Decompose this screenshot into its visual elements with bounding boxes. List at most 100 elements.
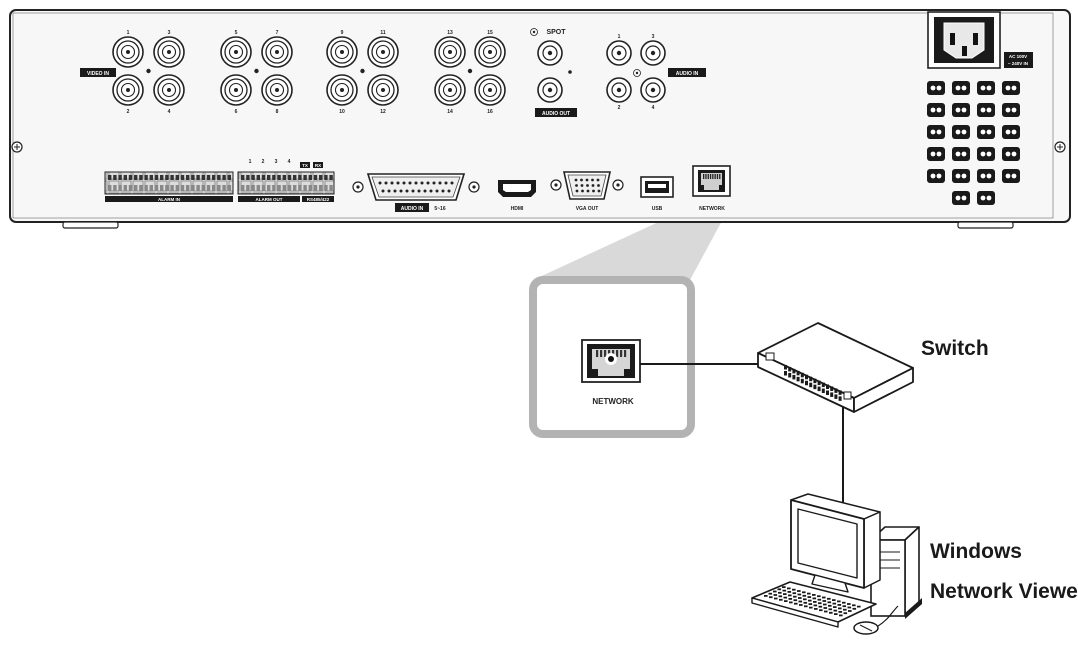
audio-ground-icon: [633, 69, 641, 77]
video-in-number: 9: [341, 30, 344, 36]
video-in-bnc-port: [326, 74, 358, 106]
vent-slot: [1002, 169, 1020, 183]
video-in-bnc-port: [153, 74, 185, 106]
rs485-label-box: [302, 196, 334, 202]
video-in-bnc-port: [112, 74, 144, 106]
screw-left-icon: [11, 141, 23, 153]
video-in-bnc-port: [474, 36, 506, 68]
audio-out-label: AUDIO OUT: [542, 111, 570, 117]
vent-slot: [1002, 103, 1020, 117]
chassis-inner: [12, 12, 1054, 219]
power-label-box: [1004, 52, 1033, 68]
video-in-bnc-port: [220, 36, 252, 68]
network-port-zoomed: [581, 339, 641, 383]
video-in-bnc-port: [220, 74, 252, 106]
vent-slot: [927, 125, 945, 139]
vent-slot: [952, 81, 970, 95]
computer-icon: [751, 493, 922, 635]
vent-slot: [927, 147, 945, 161]
alarm-out-number: 3: [275, 159, 278, 165]
spot-warning-icon: [530, 28, 538, 36]
zoom-beam: [533, 206, 730, 280]
vent-slot: [1002, 125, 1020, 139]
hdmi-port: [498, 180, 536, 197]
indicator-dot: [360, 68, 365, 74]
video-in-bnc-port: [474, 74, 506, 106]
audio-in-number: 2: [618, 105, 621, 111]
indicator-dot: [568, 70, 572, 74]
audio-in-rca-port: [640, 77, 666, 103]
video-in-bnc-port: [153, 36, 185, 68]
video-in-bnc-port: [326, 36, 358, 68]
video-in-number: 5: [235, 30, 238, 36]
video-in-number: 13: [447, 30, 453, 36]
video-in-number: 10: [339, 109, 345, 115]
audio-in-number: 4: [652, 105, 655, 111]
vent-slot: [977, 191, 995, 205]
vent-slot: [952, 125, 970, 139]
vent-slot: [927, 169, 945, 183]
video-in-number: 12: [380, 109, 386, 115]
audio-in-rca-port: [640, 40, 666, 66]
alarm-out-label-box: [238, 196, 300, 202]
vent-slot: [1002, 81, 1020, 95]
switch-label: Switch: [921, 337, 989, 360]
video-in-label-box: [80, 68, 116, 77]
vent-slot: [952, 103, 970, 117]
audio-out-label-box: [535, 108, 577, 117]
rs485-label: RS485/422: [307, 197, 330, 202]
video-in-number: 3: [168, 30, 171, 36]
audio-in-db-label-box: [395, 203, 429, 212]
audio-in-ports: [606, 40, 666, 103]
video-in-number: 16: [487, 109, 493, 115]
video-in-bnc-port: [261, 74, 293, 106]
alarm-in-label: ALARM IN: [158, 197, 180, 202]
pc-label-line1: Windows: [930, 540, 1022, 563]
network-port: [692, 165, 731, 197]
screw-right-icon: [1054, 141, 1066, 153]
foot: [62, 221, 119, 229]
video-in-number: 1: [127, 30, 130, 36]
audio-in-rca-port: [606, 40, 632, 66]
indicator-dot: [467, 68, 473, 74]
video-in-label: VIDEO IN: [87, 71, 109, 77]
audio-in-label: AUDIO IN: [676, 71, 699, 77]
video-in-bnc-port: [261, 36, 293, 68]
video-in-bnc-port: [112, 36, 144, 68]
alarm-out-terminal: [237, 171, 335, 195]
rx-label: RX: [315, 163, 321, 168]
tx-label: TX: [302, 163, 308, 168]
audio-in-number: 3: [652, 34, 655, 40]
spot-label: SPOT: [546, 29, 566, 36]
rx-label-box: [313, 162, 323, 168]
tx-label-box: [300, 162, 310, 168]
vent-slot: [977, 103, 995, 117]
video-in-bnc-port: [434, 74, 466, 106]
vga-label: VGA OUT: [576, 206, 599, 212]
audio-in-db-range: 5~16: [434, 206, 445, 212]
power-label: AC 100V: [1009, 54, 1027, 59]
video-in-number: 7: [276, 30, 279, 36]
video-in-number: 11: [380, 30, 386, 36]
usb-port: [640, 176, 674, 198]
network-label: NETWORK: [699, 206, 725, 212]
power-socket-icon: [927, 11, 1001, 69]
video-in-bnc-port: [367, 74, 399, 106]
vga-port: [550, 171, 624, 200]
vent-slot: [927, 81, 945, 95]
vent-slot: [952, 191, 970, 205]
vent-slot: [952, 147, 970, 161]
indicator-dot: [254, 68, 259, 74]
vent-grid: [927, 81, 1020, 205]
alarm-in-terminal: [104, 171, 234, 195]
pc-label-line2: Network Viewer: [930, 580, 1078, 603]
vent-slot: [977, 147, 995, 161]
video-in-number: 14: [447, 109, 453, 115]
alarm-out-number: 1: [249, 159, 252, 165]
vent-slot: [952, 169, 970, 183]
vent-slot: [977, 125, 995, 139]
zoom-network-label: NETWORK: [592, 397, 634, 406]
audio-in-number: 1: [618, 34, 621, 40]
power-label: ~ 240V IN: [1008, 61, 1028, 66]
